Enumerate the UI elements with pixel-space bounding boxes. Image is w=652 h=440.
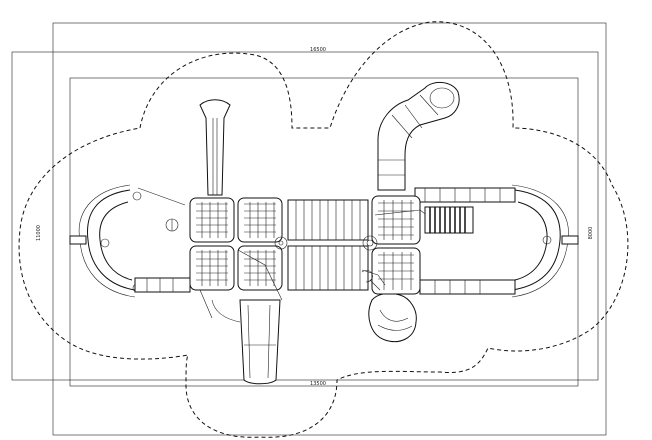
right-arc-inner	[514, 201, 548, 281]
deck-bottom-left	[189, 245, 235, 291]
left-arc-end	[69, 235, 87, 245]
left-arc-bolt	[100, 238, 110, 248]
slide-bottom-left	[239, 299, 281, 385]
post-marker-right-dot	[366, 239, 374, 247]
dim-overall-width: 16500	[310, 47, 326, 53]
left-bottom-rail-dividers	[146, 278, 174, 292]
right-arc-bolt	[542, 235, 552, 245]
bridge-rails	[288, 239, 368, 247]
inner-frame	[69, 77, 579, 387]
tube-slide-entry	[429, 87, 455, 109]
right-arc-end	[561, 235, 579, 245]
dim-inner-width: 13500	[310, 381, 326, 387]
ladder-hand-detail	[361, 269, 373, 283]
bridge-upper-slats	[295, 200, 361, 240]
slide-bottom-left-detail	[244, 304, 276, 379]
left-arc-connectors	[137, 187, 186, 293]
right-top-rail-dividers	[424, 188, 501, 202]
deck-top-left	[189, 197, 235, 243]
deck-right-bottom	[371, 247, 421, 295]
right-arc-outer	[511, 189, 561, 291]
slide-bottom-left-flare	[211, 299, 241, 323]
tube-slide-sections	[378, 94, 439, 176]
dim-overall-height: 11000	[36, 225, 42, 241]
climbing-rock-holds	[377, 309, 413, 331]
left-bottom-rail	[134, 277, 191, 293]
ladder-right-detail	[361, 269, 386, 291]
dim-inner-height: 8000	[588, 227, 594, 240]
outer-frame	[52, 22, 607, 436]
ramp-right-slats	[429, 207, 466, 233]
slide-tall-lanes	[212, 118, 218, 195]
bridge-lower-slats	[295, 246, 361, 290]
tube-slide	[377, 82, 460, 191]
post-marker-center-dot	[278, 240, 284, 246]
right-bottom-rail	[419, 279, 516, 295]
left-arc-post-top	[132, 191, 142, 201]
post-marker-right	[362, 235, 378, 251]
post-marker-center	[274, 236, 288, 250]
deck-top-right	[237, 197, 283, 243]
left-arc-inner	[99, 201, 133, 281]
left-arc-edge	[78, 184, 136, 298]
dimension-frame	[11, 51, 599, 381]
deck-right-top	[371, 195, 421, 245]
deck-left-roof-lines	[199, 249, 283, 319]
slide-tall	[199, 99, 231, 196]
right-bottom-rail-dividers	[434, 280, 481, 294]
left-arc-outer	[87, 189, 136, 291]
ramp-right	[424, 206, 474, 234]
safety-zone-outline	[18, 21, 629, 438]
deck-bottom-right	[237, 245, 283, 291]
climbing-rock	[368, 292, 417, 343]
